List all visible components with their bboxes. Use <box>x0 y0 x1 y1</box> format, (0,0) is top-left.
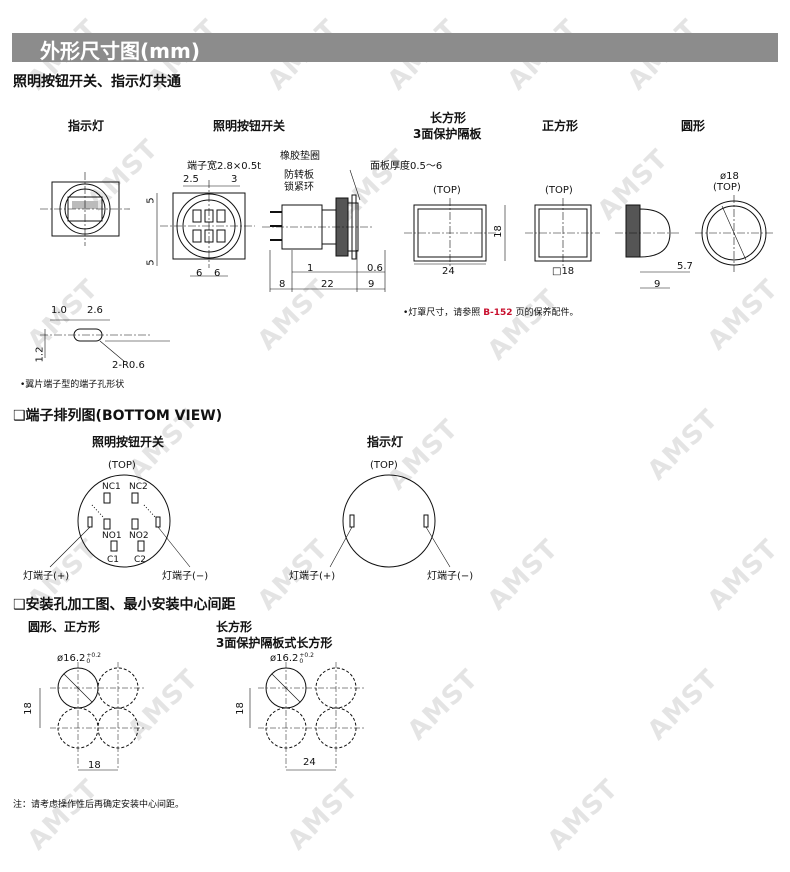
dim-6-right: 6 <box>214 268 221 279</box>
dim-8: 8 <box>279 279 286 290</box>
label-terminal-width: 端子宽2.8×0.5t <box>187 161 262 172</box>
term-indicator-top: (TOP) <box>370 460 398 471</box>
indicator-terminal-layout <box>329 474 451 568</box>
label-panel-thickness: 面板厚度0.5～6 <box>370 161 443 172</box>
dim-square-18: □18 <box>552 266 575 277</box>
term-indicator-title: 指示灯 <box>367 435 404 449</box>
col-indicator: 指示灯 <box>68 119 105 133</box>
label-anti-rotation: 防转板 <box>284 170 314 181</box>
dim-22: 22 <box>321 279 334 290</box>
dim-phi18: ø18 <box>720 171 739 182</box>
rectangle-front-view <box>404 198 506 268</box>
dim-2-6: 2.6 <box>87 305 103 316</box>
indicator-lamp-minus: 灯端子(−) <box>427 571 474 582</box>
dim-3: 3 <box>231 174 238 185</box>
tol-upper: +0.2 <box>299 652 314 659</box>
dim-9: 9 <box>368 279 375 290</box>
indicator-front-view <box>40 172 130 246</box>
mounting-holes-right <box>249 662 364 771</box>
cover-note-ref[interactable]: B-152 <box>483 308 513 318</box>
mount-right-title-1: 长方形 <box>216 620 253 634</box>
round-front-view <box>695 195 773 272</box>
section-banner: 外形尺寸图(mm) <box>12 33 778 63</box>
label-lock-ring: 锁紧环 <box>284 182 314 193</box>
mounting-heading: ❑安装孔加工图、最小安装中心间距 <box>13 597 236 613</box>
term-no1: NO1 <box>102 531 122 541</box>
mount-note: 注：请考虑操作性后再确定安装中心间距。 <box>13 800 185 810</box>
term-c2: C2 <box>134 555 147 565</box>
indicator-lamp-plus: 灯端子(+) <box>289 571 336 582</box>
page-title: 外形尺寸图(mm) <box>40 39 200 63</box>
col-square: 正方形 <box>542 119 579 133</box>
term-c1: C1 <box>107 555 120 565</box>
col-rect-1: 长方形 <box>430 111 467 125</box>
switch-side-view <box>262 169 386 292</box>
switch-terminal-layout <box>49 474 191 568</box>
term-nc1: NC1 <box>102 482 121 492</box>
round-top: (TOP) <box>713 182 741 193</box>
dim-1-0: 1.0 <box>51 305 67 316</box>
col-round: 圆形 <box>681 119 706 133</box>
dim-0-6: 0.6 <box>367 263 383 274</box>
square-front-view <box>525 198 600 268</box>
mount-right-title-2: 3面保护隔板式长方形 <box>216 636 333 650</box>
switch-lamp-minus: 灯端子(−) <box>162 571 209 582</box>
term-switch-title: 照明按钮开关 <box>92 435 165 449</box>
dim-9-round: 9 <box>654 279 661 290</box>
dim-r06: 2-R0.6 <box>112 360 145 371</box>
term-no2: NO2 <box>129 531 149 541</box>
dim-24: 24 <box>442 266 455 277</box>
col-switch: 照明按钮开关 <box>213 119 286 133</box>
dim-1: 1 <box>307 263 314 274</box>
terminal-heading: ❑端子排列图(BOTTOM VIEW) <box>13 408 223 424</box>
term-switch-top: (TOP) <box>108 460 136 471</box>
mounting-holes-left <box>39 662 145 771</box>
rect-top: (TOP) <box>433 185 461 196</box>
switch-lamp-plus: 灯端子(+) <box>23 571 70 582</box>
mount-left-18h: 18 <box>88 760 101 771</box>
round-side-view <box>615 204 690 289</box>
tol-lower: 0 <box>86 658 91 665</box>
tab-terminal-note: •翼片端子型的端子孔形状 <box>20 380 125 390</box>
switch-front-view <box>156 180 255 277</box>
tol-lower: 0 <box>299 658 304 665</box>
tol-upper: +0.2 <box>86 652 101 659</box>
tab-terminal-detail <box>40 319 170 363</box>
col-rect-2: 3面保护隔板 <box>413 127 482 141</box>
square-top: (TOP) <box>545 185 573 196</box>
dimensions-heading: 照明按钮开关、指示灯共通 <box>13 74 181 90</box>
label-rubber-gasket: 橡胶垫圈 <box>280 151 320 162</box>
cover-note: •灯罩尺寸，请参照 B-152 页的保养配件。 <box>403 308 579 318</box>
mount-right-24h: 24 <box>303 757 316 768</box>
dim-6-left: 6 <box>196 268 203 279</box>
dim-5-7: 5.7 <box>677 261 693 272</box>
dim-2-5: 2.5 <box>183 174 199 185</box>
mount-left-title: 圆形、正方形 <box>28 620 101 634</box>
term-nc2: NC2 <box>129 482 148 492</box>
